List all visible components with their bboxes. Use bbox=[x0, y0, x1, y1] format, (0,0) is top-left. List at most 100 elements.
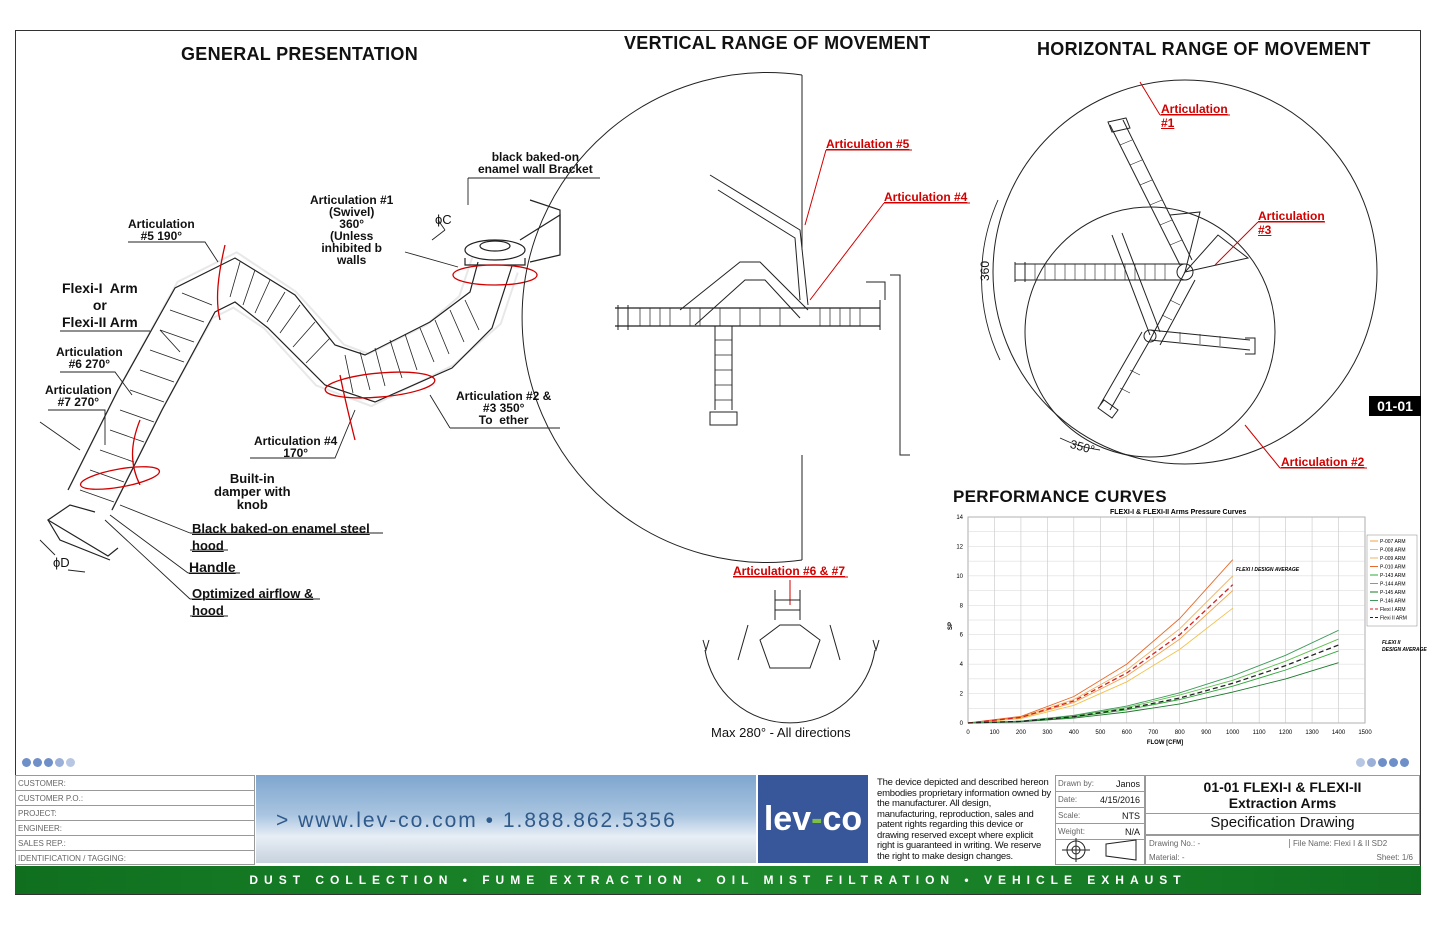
chart-x-tick-label: 1300 bbox=[1305, 730, 1319, 736]
horizontal-dimension-arcs bbox=[981, 199, 1101, 451]
chart-x-tick-label: 1000 bbox=[1226, 730, 1240, 736]
chart-y-tick-label: 14 bbox=[956, 515, 963, 521]
articulation-6-label: Articulation #6 270° bbox=[56, 345, 123, 371]
drawing-file-info: Drawing No.: - File Name: Flexi I & II S… bbox=[1145, 835, 1420, 865]
chart-series-line bbox=[967, 629, 1339, 724]
material: Material: - bbox=[1149, 853, 1185, 862]
chart-y-tick-label: 8 bbox=[960, 603, 964, 609]
hood-label: Black baked-on enamel steel hood bbox=[192, 521, 370, 553]
drawing-no: Drawing No.: - bbox=[1149, 839, 1201, 848]
logo-text-a: lev bbox=[763, 800, 812, 838]
projection-symbol-icon bbox=[1062, 838, 1137, 862]
date-value: 4/15/2016 bbox=[1099, 795, 1140, 805]
horizontal-articulation-2-label: Articulation #2 bbox=[1281, 455, 1365, 469]
project-fields: CUSTOMER: CUSTOMER P.O.: PROJECT: ENGINE… bbox=[15, 775, 255, 865]
horizontal-leader-lines bbox=[1139, 81, 1367, 469]
website-phone-text[interactable]: > www.lev-co.com • 1.888.862.5356 bbox=[276, 809, 677, 832]
services-footer-bar: DUST COLLECTION • FUME EXTRACTION • OIL … bbox=[15, 866, 1421, 894]
chart-series-line bbox=[967, 607, 1233, 724]
chart-x-tick-label: 700 bbox=[1148, 730, 1159, 736]
weight-value: N/A bbox=[1124, 827, 1140, 837]
extraction-arm-drawing bbox=[46, 199, 561, 561]
drawing-badge: 01-01 bbox=[1369, 396, 1421, 416]
chart-y-tick-label: 4 bbox=[960, 662, 964, 668]
general-rotation-arrows bbox=[79, 244, 538, 490]
chart-series-line bbox=[967, 559, 1234, 724]
drawing-heading: 01-01 FLEXI-I & FLEXI-II Extraction Arms… bbox=[1145, 775, 1420, 835]
chart-x-tick-label: 600 bbox=[1122, 730, 1133, 736]
chart-y-tick-label: 10 bbox=[956, 574, 963, 580]
chart-x-tick-label: 800 bbox=[1175, 730, 1186, 736]
vertical-articulation-4-label: Articulation #4 bbox=[884, 190, 968, 204]
chart-x-tick-label: 1200 bbox=[1279, 730, 1293, 736]
customer-po-field[interactable]: CUSTOMER P.O.: bbox=[16, 791, 254, 806]
decorative-dots-right bbox=[1356, 758, 1409, 767]
chart-legend-label: Flexi II ARM bbox=[1380, 616, 1407, 622]
chart-legend-label: P-144 ARM bbox=[1380, 582, 1406, 588]
max-movement-label: Max 280° - All directions bbox=[711, 725, 851, 740]
engineer-field[interactable]: ENGINEER: bbox=[16, 821, 254, 836]
tagging-field[interactable]: IDENTIFICATION / TAGGING: bbox=[18, 854, 127, 863]
chart-legend-box bbox=[1366, 534, 1418, 627]
phi-d-label: ϕD bbox=[53, 555, 70, 570]
vertical-leader-lines bbox=[733, 149, 970, 605]
articulation-2-3-label: Articulation #2 & #3 350° To ether bbox=[456, 389, 552, 427]
bracket-label: black baked-on enamel wall Bracket bbox=[478, 150, 593, 176]
chart-y-tick-label: 2 bbox=[960, 692, 964, 698]
scale-value: NTS bbox=[1122, 811, 1140, 821]
sales-rep-field[interactable]: SALES REP.: bbox=[16, 836, 254, 851]
chart-x-tick-label: 900 bbox=[1201, 730, 1212, 736]
flexi-arm-label: Flexi-I Arm or Flexi-II Arm bbox=[62, 280, 138, 330]
decorative-dots-left bbox=[22, 758, 75, 767]
chart-x-tick-label: 1100 bbox=[1253, 730, 1267, 736]
chart-x-tick-label: 1400 bbox=[1332, 730, 1346, 736]
horizontal-articulation-1-label: Articulation #1 bbox=[1161, 102, 1228, 130]
chart-title: FLEXI-I & FLEXI-II Arms Pressure Curves bbox=[1110, 509, 1246, 516]
chart-y-tick-label: 6 bbox=[960, 633, 964, 639]
sheet-number: Sheet: 1/6 bbox=[1376, 853, 1413, 862]
logo-text-b: co bbox=[822, 800, 863, 838]
drawing-frame bbox=[15, 30, 1421, 895]
chart-annotation: FLEXI II bbox=[1382, 640, 1401, 646]
logo-dash: - bbox=[811, 800, 823, 838]
scale-key: Scale: bbox=[1058, 811, 1081, 820]
drawn-by-value: Janos bbox=[1115, 779, 1140, 789]
chart-x-tick-label: 1500 bbox=[1358, 730, 1372, 736]
chart-y-tick-label: 12 bbox=[956, 544, 963, 550]
general-presentation-title: GENERAL PRESENTATION bbox=[181, 44, 419, 64]
date-key: Date: bbox=[1058, 795, 1078, 804]
chart-legend-label: P-008 ARM bbox=[1380, 548, 1406, 554]
airflow-label: Optimized airflow & hood bbox=[192, 586, 314, 618]
website-banner[interactable]: > www.lev-co.com • 1.888.862.5356 bbox=[256, 775, 756, 863]
horizontal-range-title: HORIZONTAL RANGE OF MOVEMENT bbox=[1037, 39, 1371, 59]
chart-x-tick-label: 500 bbox=[1095, 730, 1106, 736]
heading-line-3: Specification Drawing bbox=[1146, 813, 1419, 831]
proprietary-notice: The device depicted and described hereon… bbox=[877, 777, 1051, 862]
customer-field[interactable]: CUSTOMER: bbox=[16, 776, 254, 791]
title-block: CUSTOMER: CUSTOMER P.O.: PROJECT: ENGINE… bbox=[15, 775, 1421, 867]
horizontal-360-label: 360 bbox=[978, 260, 993, 282]
chart-x-tick-label: 400 bbox=[1069, 730, 1080, 736]
chart-legend-label: P-007 ARM bbox=[1380, 539, 1406, 545]
articulation-7-label: Articulation #7 270° bbox=[45, 383, 112, 409]
vertical-art67-drawing bbox=[702, 590, 880, 724]
chart-y-axis-label: SP bbox=[948, 622, 954, 630]
horizontal-range-drawing bbox=[992, 79, 1378, 465]
handle-label: Handle bbox=[189, 559, 236, 575]
drawing-info: Drawn by:Janos Date:4/15/2016 Scale:NTS … bbox=[1055, 775, 1145, 865]
heading-line-2: Extraction Arms bbox=[1228, 795, 1337, 811]
chart-legend-label: Flexi I ARM bbox=[1380, 607, 1406, 613]
phi-c-label: ϕC bbox=[435, 212, 452, 227]
chart-annotation: FLEXI I DESIGN AVERAGE bbox=[1236, 567, 1300, 573]
articulation-4-label: Articulation #4 170° bbox=[254, 434, 338, 460]
chart-x-tick-label: 200 bbox=[1016, 730, 1027, 736]
vertical-range-title: VERTICAL RANGE OF MOVEMENT bbox=[624, 33, 931, 53]
lev-co-logo: lev-co bbox=[758, 775, 868, 863]
chart-x-tick-label: 0 bbox=[966, 730, 970, 736]
chart-legend-label: P-146 ARM bbox=[1380, 599, 1406, 605]
project-field[interactable]: PROJECT: bbox=[16, 806, 254, 821]
chart-x-tick-label: 100 bbox=[989, 730, 1000, 736]
file-name: File Name: Flexi I & II SD2 bbox=[1289, 839, 1387, 848]
